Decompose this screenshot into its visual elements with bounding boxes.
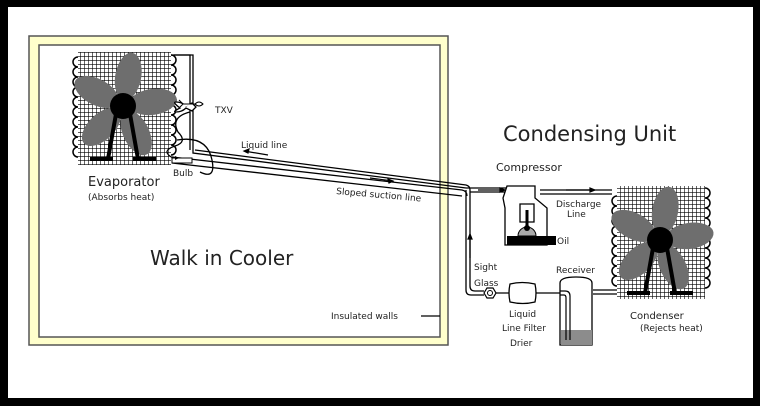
upflow-arrow-icon bbox=[467, 232, 473, 258]
filter-drier bbox=[508, 281, 537, 305]
insulated-walls-label: Insulated walls bbox=[331, 312, 398, 322]
discharge-line-label: Discharge bbox=[556, 200, 602, 210]
sight-glass-label: Sight bbox=[474, 263, 498, 273]
sight-glass-label-2: Glass bbox=[474, 279, 499, 289]
evaporator-label: Evaporator bbox=[88, 175, 160, 190]
condenser-sublabel: (Rejects heat) bbox=[640, 324, 703, 334]
oil-label: Oil bbox=[557, 237, 569, 247]
compressor-label: Compressor bbox=[496, 161, 562, 174]
discharge-line-label-2: Line bbox=[567, 210, 586, 220]
liquid-line-label: Liquid line bbox=[241, 141, 288, 151]
filter-drier-label-2: Line Filter bbox=[502, 324, 546, 334]
evaporator-sublabel: (Absorbs heat) bbox=[88, 193, 154, 203]
filter-drier-label: Liquid bbox=[509, 310, 536, 320]
bulb-label: Bulb bbox=[173, 169, 193, 179]
discharge-arrow-icon bbox=[566, 187, 597, 193]
condensing-unit-title: Condensing Unit bbox=[503, 122, 676, 146]
filter-drier-label-3: Drier bbox=[510, 339, 533, 349]
condenser-label: Condenser bbox=[630, 311, 685, 322]
receiver bbox=[559, 276, 593, 346]
sight-glass-icon bbox=[483, 287, 497, 299]
compressor bbox=[502, 185, 556, 246]
txv-icon bbox=[178, 99, 204, 109]
walk-in-cooler-label: Walk in Cooler bbox=[150, 246, 294, 270]
flow-arrow-icon bbox=[478, 187, 507, 193]
bulb bbox=[171, 156, 193, 164]
receiver-label: Receiver bbox=[556, 266, 595, 276]
txv-label: TXV bbox=[214, 106, 234, 116]
liquid-line-arrow-icon bbox=[242, 148, 269, 156]
suction-line-arrow-icon bbox=[369, 177, 395, 184]
condenser bbox=[604, 182, 718, 299]
evaporator bbox=[67, 48, 181, 165]
